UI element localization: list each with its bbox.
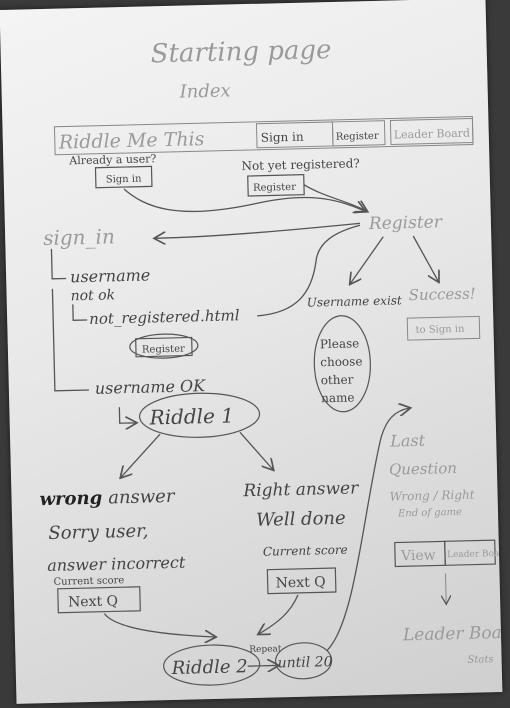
username-ok-text: username OK <box>95 376 207 398</box>
right-next-button[interactable] <box>266 567 337 595</box>
repeat-text: Repeat <box>249 644 282 655</box>
arrow-riddle1-wrong <box>120 433 161 477</box>
not-ok-text: not ok <box>70 287 115 304</box>
arrow-wrong-to-riddle2 <box>103 613 215 640</box>
signin-title: sign_in <box>43 224 115 250</box>
right-line1: Well done <box>256 508 346 531</box>
page-title: Starting page <box>150 35 331 69</box>
right-next-button-label: Next Q <box>275 574 325 591</box>
wrong-heading-bold: wrong <box>39 488 102 511</box>
wrong-current-score: Current score <box>53 575 124 588</box>
wrong-line1: Sorry user, <box>48 521 149 544</box>
wrong-line2: answer incorrect <box>47 553 186 575</box>
arrow-to-riddle1 <box>118 407 135 423</box>
last-line1: Last <box>389 431 426 451</box>
arrow-register-success <box>412 235 438 282</box>
signin-tab-label: Sign in <box>261 130 304 145</box>
signin-register-oval <box>129 333 199 359</box>
wrong-next-button-label: Next Q <box>68 593 118 610</box>
to-signin-button[interactable] <box>406 315 481 341</box>
wrong-next-button[interactable] <box>57 586 141 614</box>
arrow-until-to-last <box>326 408 415 651</box>
arrow-riddle2-repeat <box>247 665 278 666</box>
leaderboard-tab-label: Leader Board <box>394 127 471 142</box>
last-line2: Question <box>389 459 457 479</box>
riddle1-label: Riddle 1 <box>148 403 234 429</box>
header-signin-button-label: Sign in <box>106 174 143 186</box>
header-register-button-label: Register <box>253 182 296 194</box>
choose-other-3: other <box>321 373 354 388</box>
last-leaderboard-button-label: Leader Board <box>447 549 502 561</box>
arrow-riddle1-right <box>239 431 273 471</box>
leaderboard-subtitle: Stats <box>467 654 493 666</box>
page-subtitle: Index <box>178 80 231 102</box>
arrow-notreg-to-register <box>257 224 361 317</box>
last-leaderboard-button[interactable] <box>444 539 496 566</box>
not-registered-text: Not yet registered? <box>241 156 360 173</box>
success-text: Success! <box>408 284 475 304</box>
right-heading: Right answer <box>242 478 359 501</box>
arrow-right-to-riddle2 <box>258 594 299 634</box>
riddle2-label: Riddle 2 <box>170 656 247 679</box>
header-signin-button[interactable] <box>94 165 153 189</box>
choose-other-4: name <box>321 390 355 405</box>
leaderboard-title: Leader Board <box>402 622 503 645</box>
flow-diagram: Starting page Index Riddle Me This Sign … <box>39 35 510 686</box>
last-line4: End of game <box>397 507 462 520</box>
choose-other-oval <box>313 315 371 413</box>
arrow-register-to-signin <box>155 222 360 238</box>
leaderboard-tab[interactable] <box>389 118 474 146</box>
choose-other-1: Please <box>320 336 360 351</box>
right-current-score: Current score <box>263 543 348 559</box>
choose-other-2: choose <box>320 354 363 369</box>
to-signin-button-label: to Sign in <box>415 324 465 336</box>
register-tab[interactable] <box>331 120 386 147</box>
view-button-label: View <box>400 548 436 565</box>
riddle2-oval <box>163 644 261 686</box>
already-user-text: Already a user? <box>68 152 156 167</box>
branch-username-ok <box>51 288 89 392</box>
until-text: until 20 <box>277 654 332 671</box>
signin-register-button-label: Register <box>142 344 185 356</box>
username-exist-text: Username exist <box>307 293 402 309</box>
arrow-to-leaderboard <box>445 573 446 603</box>
not-registered-page: not_registered.html <box>89 306 240 328</box>
username-text: username <box>70 265 151 286</box>
last-line3: Wrong / Right <box>389 488 474 504</box>
register-tab-label: Register <box>336 131 379 143</box>
wrong-heading: wrong answer <box>39 486 176 510</box>
branch-username <box>50 248 67 280</box>
arrow-register-button <box>303 184 367 213</box>
arrow-signin-to-register <box>123 188 365 217</box>
signin-register-button[interactable] <box>135 336 193 358</box>
riddle1-oval <box>138 392 261 438</box>
branch-not-registered <box>72 304 88 322</box>
wrong-heading-rest: answer <box>108 486 176 509</box>
until-oval <box>274 642 333 680</box>
app-name: Riddle Me This <box>58 128 205 154</box>
arrow-register-exist <box>349 236 384 284</box>
register-title: Register <box>368 212 443 234</box>
